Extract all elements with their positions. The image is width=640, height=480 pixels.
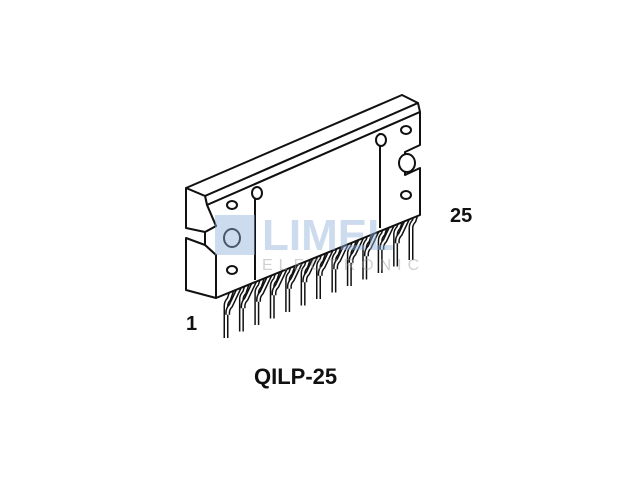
pin-highlight-21 [379, 224, 388, 273]
pin-highlight-8 [272, 266, 287, 296]
mount-slot-right [375, 133, 387, 147]
notch-left [223, 228, 241, 248]
pin-highlight-22 [380, 221, 395, 250]
pin-highlight-12 [303, 253, 318, 283]
hole [226, 200, 238, 210]
pin-highlight-25 [410, 211, 418, 260]
pin-highlight-15 [332, 244, 341, 293]
mount-slot-left [251, 186, 263, 200]
pin-highlight-11 [302, 257, 311, 306]
pin-highlight-19 [363, 231, 372, 280]
pins [223, 211, 420, 338]
hole [400, 190, 412, 200]
pin-highlight-24 [396, 214, 411, 244]
pin-highlight-5 [255, 276, 264, 325]
package-name: QILP-25 [254, 364, 338, 389]
hole [226, 265, 238, 275]
package-body [185, 94, 421, 299]
body-left-face-lower [185, 237, 217, 299]
pin-25-label: 25 [450, 205, 473, 227]
body-left-face-upper [185, 187, 217, 233]
watermark-subtext: ELECTRONIC [262, 257, 425, 274]
pin-highlight-23 [394, 218, 403, 267]
pin-highlight-6 [257, 273, 272, 302]
pin-highlight-17 [348, 237, 357, 286]
pin-1-label: 1 [186, 313, 198, 335]
pin-highlight-10 [288, 260, 303, 289]
pin-highlight-2 [226, 286, 241, 315]
pin-highlight-20 [365, 227, 380, 257]
pin-highlight-18 [350, 234, 364, 263]
pin-highlight-7 [271, 270, 280, 319]
pin-highlight-14 [319, 247, 334, 276]
watermark-logo: LIMEL ELECTRONIC [215, 211, 425, 274]
notch-right [398, 153, 416, 173]
pin-highlight-1 [225, 289, 233, 338]
watermark-mark [215, 215, 255, 255]
pin-highlight-16 [334, 240, 349, 270]
pin-highlight-3 [240, 283, 249, 332]
watermark-text: LIMEL [262, 211, 394, 260]
pin-highlight-4 [242, 279, 257, 309]
pin-highlight-9 [286, 263, 295, 312]
hole [400, 125, 412, 135]
pin-highlight-13 [317, 250, 326, 299]
